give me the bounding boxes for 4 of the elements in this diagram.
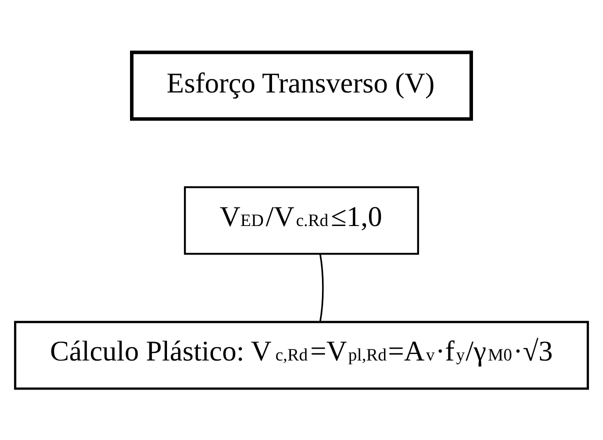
node-box: Cálculo Plástico: Vc,Rd=Vpl,Rd=Av·fy/γM0·√3 bbox=[14, 320, 589, 390]
connector bbox=[319, 253, 324, 322]
node-box: VED/Vc.Rd≤1,0 bbox=[184, 186, 420, 254]
node-box: Esforço Transverso (V) bbox=[130, 50, 473, 120]
